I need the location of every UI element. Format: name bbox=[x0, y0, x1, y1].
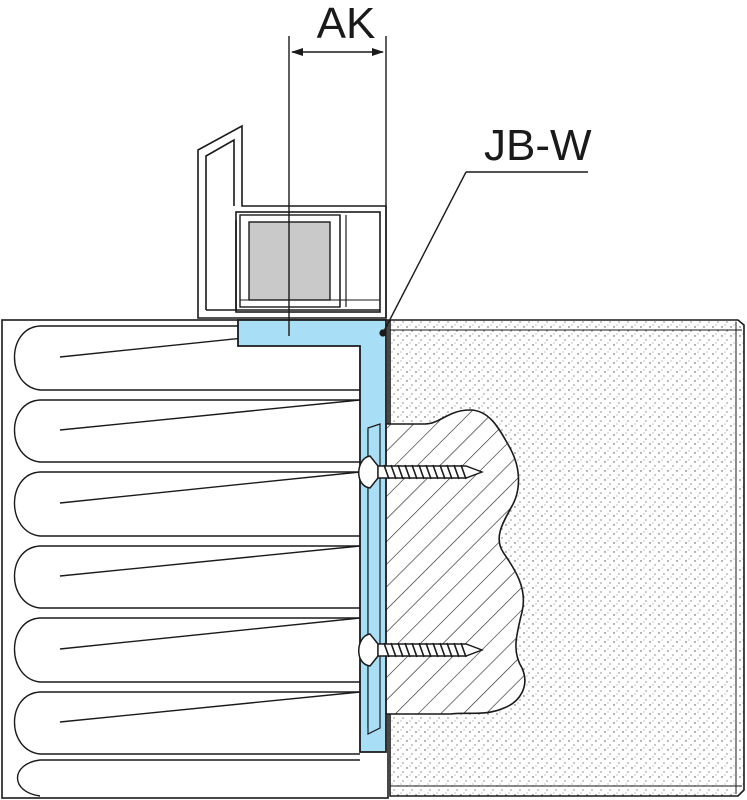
screw-thread bbox=[453, 642, 460, 658]
screw-thread bbox=[411, 464, 418, 480]
screw-thread bbox=[404, 642, 411, 658]
jb-w-label: JB-W bbox=[484, 121, 592, 170]
screw-thread bbox=[446, 642, 453, 658]
ak-dimension bbox=[288, 36, 387, 336]
insulation-loop bbox=[59, 399, 361, 431]
screw-thread bbox=[432, 464, 439, 480]
screw-thread bbox=[453, 464, 460, 480]
screw-thread bbox=[425, 464, 432, 480]
screw-thread bbox=[439, 464, 446, 480]
screw-thread bbox=[411, 642, 418, 658]
insulation-loop bbox=[59, 691, 361, 723]
screw-head bbox=[358, 633, 379, 667]
insulation-loop bbox=[13, 325, 360, 391]
insulation-block bbox=[1, 319, 389, 799]
insulation-loop bbox=[59, 617, 361, 650]
screw-thread bbox=[383, 464, 390, 480]
screw-lower bbox=[358, 633, 484, 667]
insulation-loop bbox=[13, 471, 360, 537]
screw-upper bbox=[358, 455, 484, 489]
jb-w-leader bbox=[382, 171, 588, 334]
screw-thread bbox=[418, 642, 425, 658]
screw-thread bbox=[425, 642, 432, 658]
screw-thread bbox=[404, 464, 411, 480]
screw-thread bbox=[418, 464, 425, 480]
screw-thread bbox=[390, 642, 397, 658]
jb-w-leader-dot bbox=[379, 329, 387, 337]
insulation-loop bbox=[59, 471, 361, 504]
screw-thread bbox=[446, 464, 453, 480]
insulation-loop bbox=[13, 691, 360, 755]
screw-thread bbox=[439, 642, 446, 658]
screw-thread bbox=[432, 642, 439, 658]
insulation-loop bbox=[13, 617, 360, 683]
screw-thread bbox=[397, 642, 404, 658]
screw-thread bbox=[397, 464, 404, 480]
screw-thread bbox=[460, 642, 467, 658]
insulation-loop bbox=[16, 759, 360, 797]
insulation-loop bbox=[59, 545, 361, 577]
insulation-loop bbox=[13, 399, 360, 463]
ak-label: AK bbox=[317, 0, 376, 48]
screw-thread bbox=[383, 642, 390, 658]
hatched-mounting-zone bbox=[379, 409, 526, 715]
screw-thread bbox=[460, 464, 467, 480]
insulation-loop bbox=[13, 545, 360, 609]
screw-thread bbox=[390, 464, 397, 480]
screw-head bbox=[358, 455, 379, 489]
